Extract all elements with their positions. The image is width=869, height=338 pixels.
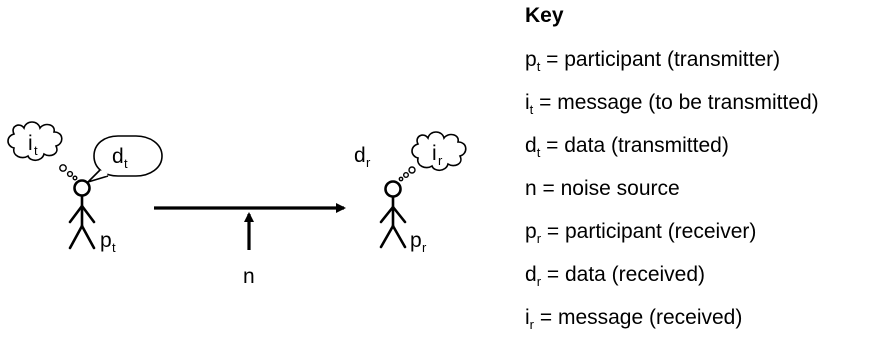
key-symbol: p bbox=[525, 220, 537, 243]
receiver-data-sub: r bbox=[366, 155, 371, 170]
key-legend: Key pt = participant (transmitter) it = … bbox=[523, 0, 869, 338]
key-subscript: r bbox=[536, 231, 542, 246]
receiver-label-symbol: p bbox=[410, 229, 422, 252]
key-definition: = data (transmitted) bbox=[540, 134, 729, 157]
receiver-label-sub: r bbox=[422, 240, 427, 255]
key-symbol: p bbox=[525, 48, 537, 71]
transmitter-speech-sub: t bbox=[124, 156, 128, 171]
key-definition: = participant (transmitter) bbox=[540, 48, 781, 71]
key-item-received-data: dr = data (received) bbox=[525, 263, 706, 289]
key-item-transmitted-data: dt = data (transmitted) bbox=[525, 134, 729, 160]
receiver-thought-cloud: i r bbox=[398, 131, 467, 182]
transmitter-label-symbol: p bbox=[100, 229, 112, 252]
key-item-received-message: ir = message (received) bbox=[525, 306, 743, 332]
key-subscript: t bbox=[536, 59, 541, 74]
key-item-transmitter-participant: pt = participant (transmitter) bbox=[525, 48, 781, 74]
key-item-receiver-participant: pr = participant (receiver) bbox=[525, 220, 757, 246]
receiver-data-symbol: d bbox=[354, 144, 366, 167]
key-definition: = message (received) bbox=[534, 306, 743, 329]
key-symbol: n bbox=[525, 177, 537, 200]
key-symbol: i bbox=[525, 306, 530, 329]
key-item-transmitted-message: it = message (to be transmitted) bbox=[525, 91, 819, 117]
key-subscript: r bbox=[536, 274, 542, 289]
receiver-thought-symbol: i bbox=[432, 142, 437, 165]
key-definition: = participant (receiver) bbox=[541, 220, 757, 243]
receiver-thought-sub: r bbox=[438, 153, 443, 168]
receiver-figure bbox=[379, 180, 407, 249]
key-definition: = data (received) bbox=[541, 263, 706, 286]
transmitter-speech-symbol: d bbox=[112, 145, 124, 168]
transmitter-thought-sub: t bbox=[34, 143, 38, 158]
key-subscript: t bbox=[536, 145, 541, 160]
key-item-noise-source: n = noise source bbox=[525, 177, 680, 201]
transmitter-figure bbox=[68, 179, 96, 250]
noise-label: n bbox=[243, 265, 255, 288]
key-definition: = noise source bbox=[536, 177, 680, 200]
transmitter-thought-symbol: i bbox=[28, 132, 33, 155]
key-symbol: i bbox=[525, 91, 530, 114]
transmitter-speech-bubble: d t bbox=[87, 135, 163, 183]
transmitter-label-sub: t bbox=[112, 240, 116, 255]
key-definition: = message (to be transmitted) bbox=[533, 91, 819, 114]
key-title: Key bbox=[525, 4, 564, 27]
transmitter-thought-cloud: i t bbox=[7, 121, 78, 181]
key-subscript: t bbox=[529, 102, 534, 117]
key-subscript: r bbox=[529, 317, 535, 332]
key-symbol: d bbox=[525, 134, 537, 157]
key-symbol: d bbox=[525, 263, 537, 286]
